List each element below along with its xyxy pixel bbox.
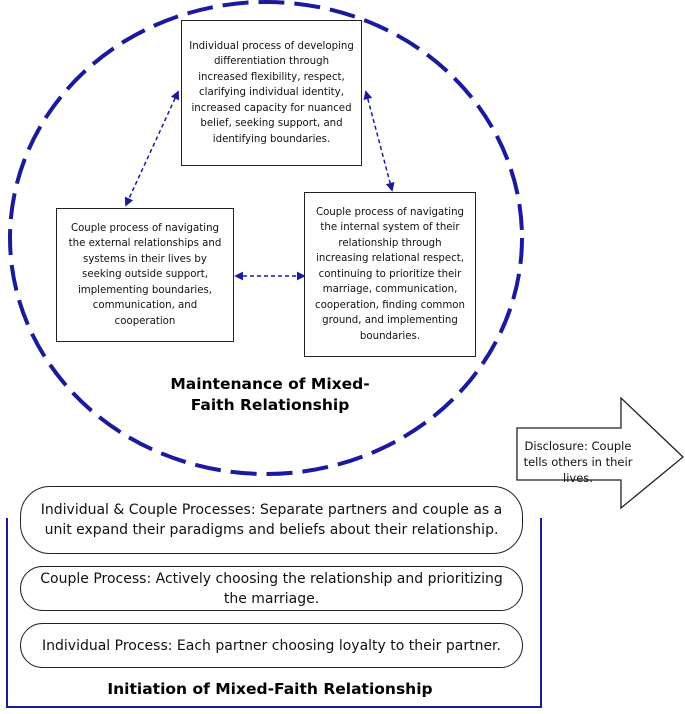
pill-couple-process-text: Couple Process: Actively choosing the re… [40, 570, 503, 607]
pill-individual-process-text: Individual Process: Each partner choosin… [42, 637, 501, 654]
connector-individual-internal [363, 90, 395, 192]
maintenance-heading-line2: Faith Relationship [190, 396, 350, 414]
external-process-box: Couple process of navigating the externa… [56, 208, 234, 342]
maintenance-heading-line1: Maintenance of Mixed- [170, 375, 370, 393]
pill-individual-couple-text: Individual & Couple Processes: Separate … [40, 502, 503, 538]
pill-individual-process: Individual Process: Each partner choosin… [20, 623, 523, 668]
initiation-heading: Initiation of Mixed-Faith Relationship [107, 680, 433, 698]
maintenance-ellipse [8, 0, 524, 476]
disclosure-text: Disclosure: Couple tells others in their… [523, 439, 633, 485]
maintenance-heading: Maintenance of Mixed- Faith Relationship [120, 374, 420, 416]
internal-process-text: Couple process of navigating the interna… [315, 206, 465, 342]
pill-individual-couple-processes: Individual & Couple Processes: Separate … [20, 486, 523, 554]
internal-process-box: Couple process of navigating the interna… [304, 192, 476, 357]
individual-process-box: Individual process of developing differe… [181, 20, 362, 166]
pill-couple-process: Couple Process: Actively choosing the re… [20, 566, 523, 611]
individual-process-text: Individual process of developing differe… [189, 40, 354, 145]
initiation-bracket [6, 518, 542, 708]
disclosure-arrow [516, 396, 684, 510]
external-process-text: Couple process of navigating the externa… [68, 222, 222, 327]
connector-individual-external [124, 90, 180, 207]
